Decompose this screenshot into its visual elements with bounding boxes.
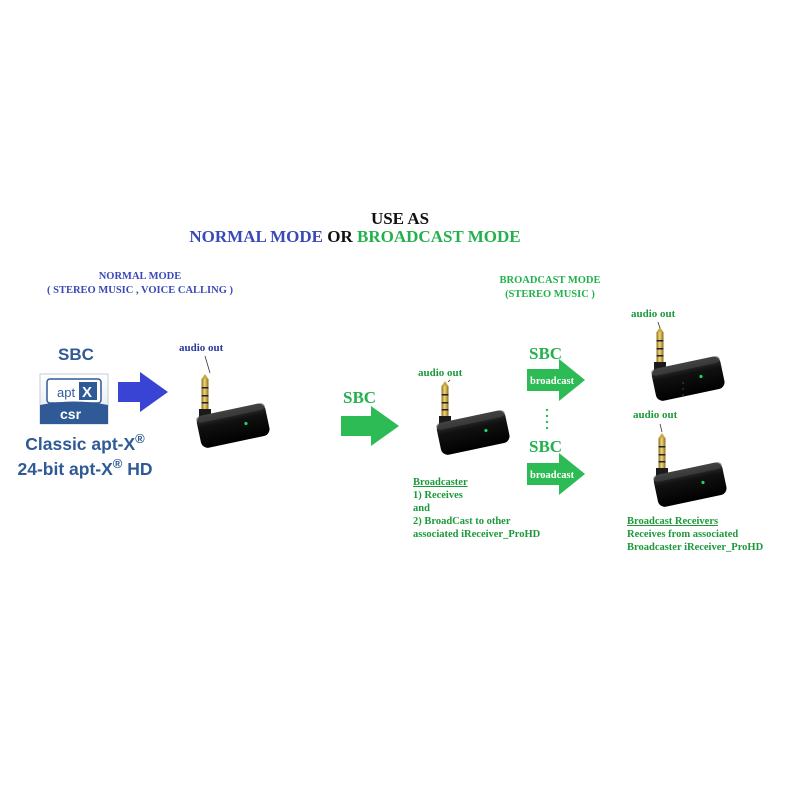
csr-logo-text: csr xyxy=(60,406,82,422)
codec-classic-aptx-reg: ® xyxy=(135,431,145,446)
broadcast-sbc-bottom-label: SBC xyxy=(529,437,563,456)
receiver-top-audio-out-pointer xyxy=(657,321,661,329)
broadcast-sbc-top-label: SBC xyxy=(529,344,563,363)
broadcaster-audio-out-pointer xyxy=(447,379,451,383)
broadcaster-description: Broadcaster 1) Receives and 2) BroadCast… xyxy=(413,476,583,541)
normal-sbc-label: SBC xyxy=(58,345,94,364)
title-normal-mode: NORMAL MODE xyxy=(189,227,324,246)
broadcast-arrow-label-top: broadcast xyxy=(530,376,575,387)
broadcaster-line-3: 2) BroadCast to other xyxy=(413,516,511,527)
receivers-line-2: Broadcaster iReceiver_ProHD xyxy=(627,542,764,553)
normal-audio-out-pointer xyxy=(204,355,211,374)
broadcast-mode-subheading: (STEREO MUSIC ) xyxy=(505,289,595,300)
receiver-top-audio-out-label: audio out xyxy=(631,308,676,320)
broadcast-arrow-top xyxy=(527,359,585,401)
codec-hd-text: HD xyxy=(122,458,153,479)
broadcast-mode-heading-text: BROADCAST MODE xyxy=(499,275,601,286)
broadcast-sbc-input-label: SBC xyxy=(343,388,377,407)
broadcast-arrow-label-bottom: broadcast xyxy=(530,470,575,481)
normal-mode-subheading: ( STEREO MUSIC , VOICE CALLING ) xyxy=(46,285,233,296)
normal-mode-device xyxy=(195,374,271,450)
title-or: OR xyxy=(327,227,353,246)
normal-mode-heading: NORMAL MODE ( STEREO MUSIC , VOICE CALLI… xyxy=(30,270,250,298)
receiver-device-bottom xyxy=(652,433,728,509)
broadcast-input-arrow xyxy=(341,406,399,446)
broadcaster-device xyxy=(435,381,511,457)
codec-classic-aptx: Classic apt-X® xyxy=(5,429,165,454)
title-modes: NORMAL MODE OR BROADCAST MODE xyxy=(0,227,710,247)
broadcaster-line-4: associated iReceiver_ProHD xyxy=(413,529,541,540)
normal-codec-list: Classic apt-X® 24-bit apt-X® HD xyxy=(5,429,165,479)
broadcast-mode-heading: BROADCAST MODE (STEREO MUSIC ) xyxy=(470,274,630,302)
aptx-logo-x-box xyxy=(79,382,97,400)
receiver-device-top xyxy=(650,327,726,403)
normal-arrow xyxy=(118,372,168,412)
codec-24bit-aptx-text: 24-bit apt-X xyxy=(17,458,113,479)
broadcaster-title: Broadcaster xyxy=(413,477,468,488)
receiver-dots xyxy=(682,382,684,396)
title-use-as: USE AS xyxy=(370,209,430,228)
receivers-title: Broadcast Receivers xyxy=(627,516,719,527)
broadcaster-line-1: 1) Receives xyxy=(413,490,463,501)
broadcaster-audio-out-label: audio out xyxy=(418,367,463,379)
receivers-description: Broadcast Receivers Receives from associ… xyxy=(627,515,797,554)
normal-mode-heading-text: NORMAL MODE xyxy=(98,271,182,282)
codec-24bit-aptx-reg: ® xyxy=(112,455,123,471)
aptx-logo-x: X xyxy=(82,384,92,401)
receiver-bottom-audio-out-label: audio out xyxy=(633,409,678,421)
receiver-bottom-audio-out-pointer xyxy=(659,423,663,433)
receivers-line-1: Receives from associated xyxy=(627,529,739,540)
codec-classic-aptx-text: Classic apt-X xyxy=(25,433,136,454)
title-broadcast-mode: BROADCAST MODE xyxy=(357,227,521,246)
broadcast-dots xyxy=(545,408,549,430)
codec-24bit-aptx-hd: 24-bit apt-X® HD xyxy=(5,454,165,479)
normal-audio-out-label: audio out xyxy=(179,342,224,354)
broadcast-arrow-bottom xyxy=(527,453,585,495)
aptx-logo-text: apt xyxy=(57,385,75,400)
broadcaster-line-2: and xyxy=(413,503,430,514)
